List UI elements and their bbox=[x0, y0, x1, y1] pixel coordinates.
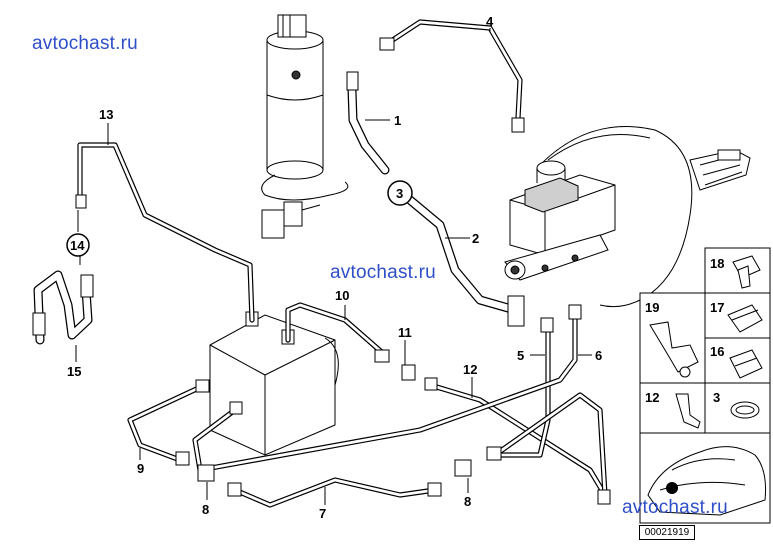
callout-8-left: 8 bbox=[202, 502, 209, 517]
legend-3: 3 bbox=[713, 390, 720, 405]
watermark-top-left: avtochast.ru bbox=[32, 33, 138, 54]
fittings bbox=[32, 37, 611, 505]
legend-16: 16 bbox=[710, 344, 724, 359]
clamp-3-icon bbox=[730, 401, 760, 419]
callout-12: 12 bbox=[463, 362, 477, 377]
legend-panel: 18 19 17 16 12 3 bbox=[639, 247, 771, 524]
vehicle-location-icon bbox=[647, 446, 766, 516]
callout-15: 15 bbox=[67, 364, 81, 379]
clip-19-icon bbox=[649, 321, 699, 373]
watermark-center: avtochast.ru bbox=[330, 262, 436, 283]
hydraulic-unit bbox=[209, 311, 339, 456]
legend-18: 18 bbox=[710, 256, 724, 271]
watermark-bottom-right: avtochast.ru bbox=[622, 497, 728, 518]
callout-3-circle bbox=[387, 180, 413, 206]
callout-5: 5 bbox=[517, 348, 524, 363]
legend-17: 17 bbox=[710, 300, 724, 315]
brake-booster bbox=[539, 126, 751, 308]
callout-7: 7 bbox=[319, 506, 326, 521]
callout-2: 2 bbox=[472, 231, 479, 246]
callout-13: 13 bbox=[99, 107, 113, 122]
callout-11: 11 bbox=[398, 325, 412, 340]
pressure-accumulator bbox=[261, 14, 349, 239]
clip-16-icon bbox=[729, 349, 763, 379]
callout-6: 6 bbox=[595, 348, 602, 363]
reference-number: 00021919 bbox=[639, 525, 695, 540]
callout-8-right: 8 bbox=[464, 494, 471, 509]
bracket-12-icon bbox=[675, 393, 701, 429]
callout-9: 9 bbox=[137, 461, 144, 476]
callout-1: 1 bbox=[394, 113, 401, 128]
callout-14-circle bbox=[66, 233, 90, 257]
master-cylinder bbox=[504, 160, 616, 281]
callout-14: 14 bbox=[70, 238, 85, 253]
leader-lines bbox=[75, 28, 592, 505]
callout-3: 3 bbox=[396, 186, 403, 201]
callout-10: 10 bbox=[335, 288, 349, 303]
legend-box-car bbox=[639, 432, 771, 524]
legend-12: 12 bbox=[645, 390, 659, 405]
legend-19: 19 bbox=[645, 300, 659, 315]
callout-4: 4 bbox=[486, 14, 494, 29]
